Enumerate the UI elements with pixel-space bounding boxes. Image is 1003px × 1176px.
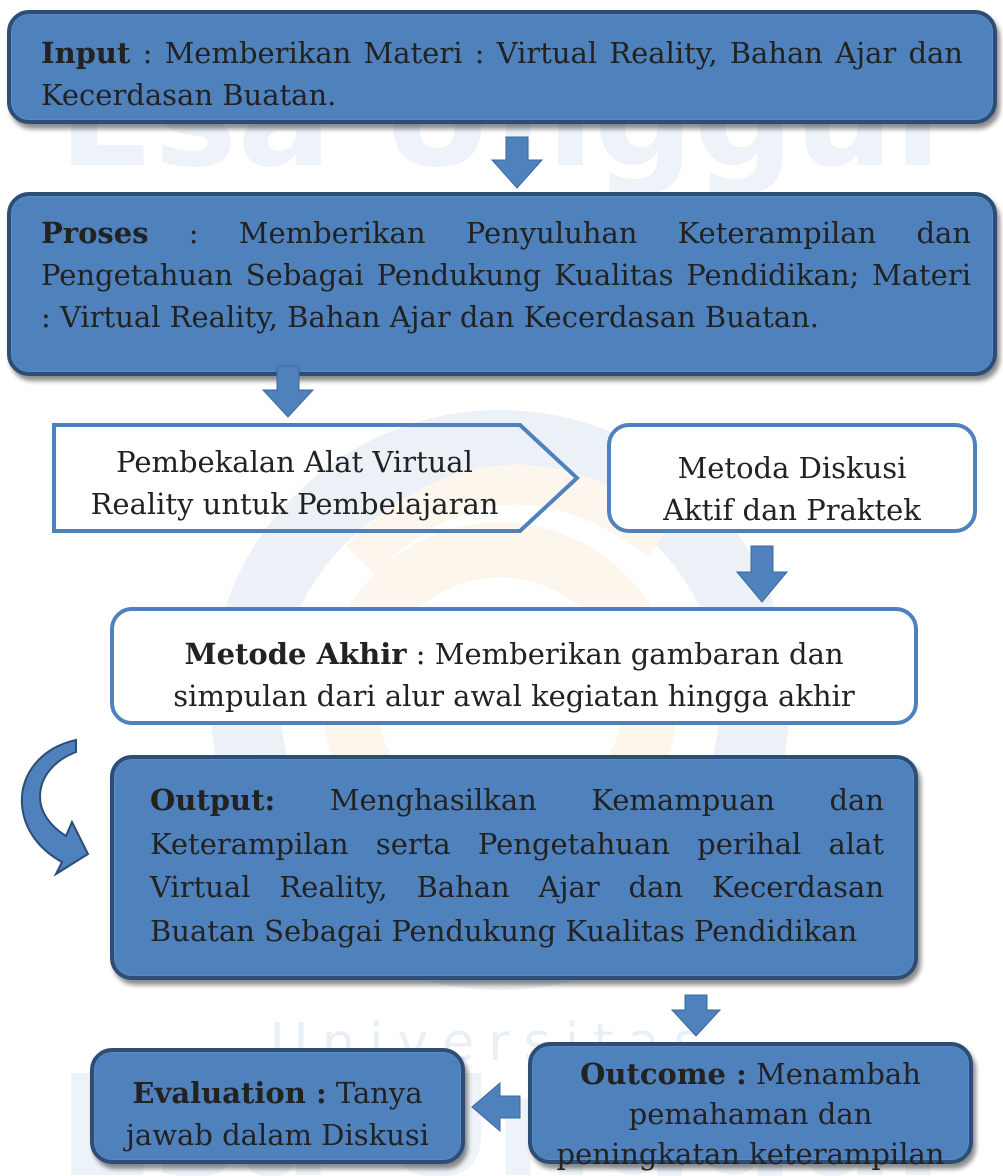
pembekalan-box: Pembekalan Alat Virtual Reality untuk Pe… <box>52 423 577 533</box>
outcome-text: Menambah pemahaman dan peningkatan keter… <box>556 1057 945 1172</box>
proses-box: Proses : Memberikan Penyuluhan Keterampi… <box>7 192 997 376</box>
input-text: : Memberikan Materi : Virtual Reality, B… <box>41 36 963 113</box>
output-label: Output: <box>150 783 276 817</box>
proses-text: : Memberikan Penyuluhan Keterampilan dan… <box>41 216 971 335</box>
evaluation-box: Evaluation : Tanya jawab dalam Diskusi <box>90 1048 465 1164</box>
metoda-text: Metoda Diskusi Aktif dan Praktek <box>663 451 921 528</box>
proses-label: Proses <box>41 216 149 250</box>
pembekalan-text: Pembekalan Alat Virtual Reality untuk Pe… <box>90 445 499 522</box>
metoda-box: Metoda Diskusi Aktif dan Praktek <box>607 423 977 533</box>
evaluation-label: Evaluation : <box>132 1076 327 1110</box>
metode-akhir-text: : Memberikan gambaran dan simpulan dari … <box>173 637 855 714</box>
metode-akhir-label: Metode Akhir <box>184 637 407 671</box>
input-label: Input <box>41 36 131 70</box>
input-box: Input : Memberikan Materi : Virtual Real… <box>7 10 997 124</box>
output-box: Output: Menghasilkan Kemampuan dan Keter… <box>110 755 918 980</box>
output-text: Menghasilkan Kemampuan dan Keterampilan … <box>150 783 884 948</box>
evaluation-text: Tanya jawab dalam Diskusi <box>125 1076 430 1153</box>
outcome-box: Outcome : Menambah pemahaman dan peningk… <box>528 1042 973 1171</box>
outcome-label: Outcome : <box>580 1057 747 1091</box>
metode-akhir-box: Metode Akhir : Memberikan gambaran dan s… <box>110 607 918 725</box>
